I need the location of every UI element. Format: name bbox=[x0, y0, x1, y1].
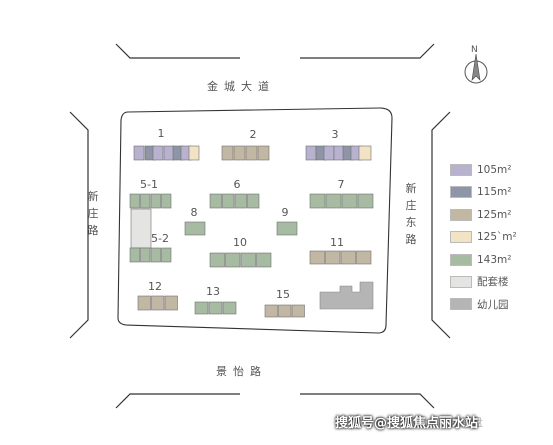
building-7-unit bbox=[357, 193, 374, 209]
watermark-faint: 公众号 · 西西太 · 楼盘探盘 bbox=[352, 416, 483, 429]
building-5-1-unit bbox=[140, 193, 151, 209]
building-5-1-unit bbox=[150, 193, 161, 209]
legend-item: 105m² bbox=[450, 160, 550, 180]
north-label: N bbox=[471, 45, 478, 55]
building-6-unit bbox=[247, 193, 260, 209]
building-11-unit bbox=[340, 250, 356, 265]
site-boundary bbox=[117, 107, 393, 334]
building-label-6: 6 bbox=[233, 178, 241, 191]
road-edges bbox=[69, 43, 451, 409]
building-7-unit bbox=[309, 193, 326, 209]
building-1-unit bbox=[152, 145, 164, 161]
watermark: 搜狐号@搜狐焦点丽水站 bbox=[335, 416, 479, 431]
building-6-unit bbox=[234, 193, 247, 209]
building-5-2-unit bbox=[129, 247, 140, 263]
legend-item: 115m² bbox=[450, 182, 550, 202]
building-label-5-2: 5-2 bbox=[151, 232, 169, 245]
building-2-unit bbox=[245, 145, 258, 161]
building-2-unit bbox=[233, 145, 246, 161]
kindergarten-building bbox=[319, 281, 374, 310]
building-1-unit bbox=[163, 145, 175, 161]
building-3-unit bbox=[323, 145, 335, 161]
building-3-unit bbox=[333, 145, 345, 161]
road-south-label: 景怡路 bbox=[216, 365, 267, 378]
building-label-12: 12 bbox=[148, 280, 162, 293]
legend: 105m² 115m² 125m² 125`m² 143m² 配套楼幼儿园 bbox=[450, 160, 550, 317]
building-label-15: 15 bbox=[276, 288, 290, 301]
building-9-unit bbox=[276, 221, 298, 236]
legend-item: 配套楼 bbox=[450, 272, 550, 292]
building-7-unit bbox=[341, 193, 358, 209]
building-11-unit bbox=[356, 250, 372, 265]
building-5-1-unit bbox=[129, 193, 140, 209]
north-arrow-icon bbox=[464, 53, 488, 84]
legend-swatch bbox=[450, 275, 472, 288]
legend-item: 幼儿园 bbox=[450, 294, 550, 314]
road-west-label: 新庄路 bbox=[87, 190, 99, 237]
building-label-9: 9 bbox=[281, 206, 289, 219]
legend-item: 125`m² bbox=[450, 227, 550, 247]
building-7-unit bbox=[325, 193, 342, 209]
building-10-unit bbox=[225, 252, 241, 268]
building-12-unit bbox=[164, 295, 178, 311]
building-10-unit bbox=[240, 252, 256, 268]
building-13-unit bbox=[208, 301, 223, 315]
building-label-7: 7 bbox=[337, 178, 345, 191]
building-8-unit bbox=[184, 221, 206, 236]
building-15-unit bbox=[278, 304, 292, 318]
building-10-unit bbox=[256, 252, 272, 268]
building-10-unit bbox=[209, 252, 225, 268]
building-1-unit bbox=[133, 145, 145, 161]
building-12-unit bbox=[151, 295, 165, 311]
building-12-unit bbox=[137, 295, 151, 311]
building-2-unit bbox=[257, 145, 270, 161]
building-label-5-1: 5-1 bbox=[140, 178, 158, 191]
legend-label: 115m² bbox=[477, 186, 512, 199]
building-label-10: 10 bbox=[233, 236, 247, 249]
legend-swatch bbox=[450, 164, 472, 176]
building-11-unit bbox=[309, 250, 325, 265]
building-15-unit bbox=[291, 304, 305, 318]
building-3-unit bbox=[358, 145, 372, 161]
legend-swatch bbox=[450, 186, 472, 199]
legend-swatch bbox=[450, 253, 472, 266]
road-east-label: 新庄东路 bbox=[405, 182, 417, 246]
building-5-2-unit bbox=[150, 247, 161, 263]
road-north-label: 金城大道 bbox=[207, 80, 275, 93]
legend-label: 105m² bbox=[477, 164, 512, 176]
building-label-11: 11 bbox=[330, 236, 344, 249]
building-label-13: 13 bbox=[206, 285, 220, 298]
building-6-unit bbox=[222, 193, 235, 209]
legend-item: 143m² bbox=[450, 250, 550, 270]
building-label-2: 2 bbox=[249, 128, 257, 141]
legend-swatch bbox=[450, 208, 472, 221]
building-2-unit bbox=[221, 145, 234, 161]
building-5-2-unit bbox=[161, 247, 172, 263]
building-1-unit bbox=[188, 145, 200, 161]
legend-label: 143m² bbox=[477, 253, 512, 266]
legend-label: 125m² bbox=[477, 208, 512, 221]
building-3-unit bbox=[305, 145, 317, 161]
building-5-2-unit bbox=[140, 247, 151, 263]
building-5-1-unit bbox=[161, 193, 172, 209]
legend-item: 125m² bbox=[450, 205, 550, 225]
building-label-1: 1 bbox=[157, 127, 165, 140]
legend-label: 幼儿园 bbox=[477, 298, 509, 311]
buildings-layer bbox=[129, 145, 374, 318]
legend-swatch bbox=[450, 298, 472, 311]
building-label-3: 3 bbox=[331, 128, 339, 141]
building-13-unit bbox=[222, 301, 237, 315]
building-label-8: 8 bbox=[190, 206, 198, 219]
building-11-unit bbox=[325, 250, 341, 265]
building-13-unit bbox=[194, 301, 209, 315]
building-6-unit bbox=[209, 193, 222, 209]
legend-label: 配套楼 bbox=[477, 276, 509, 289]
legend-label: 125`m² bbox=[477, 231, 517, 244]
building-15-unit bbox=[264, 304, 278, 318]
legend-swatch bbox=[450, 231, 472, 244]
